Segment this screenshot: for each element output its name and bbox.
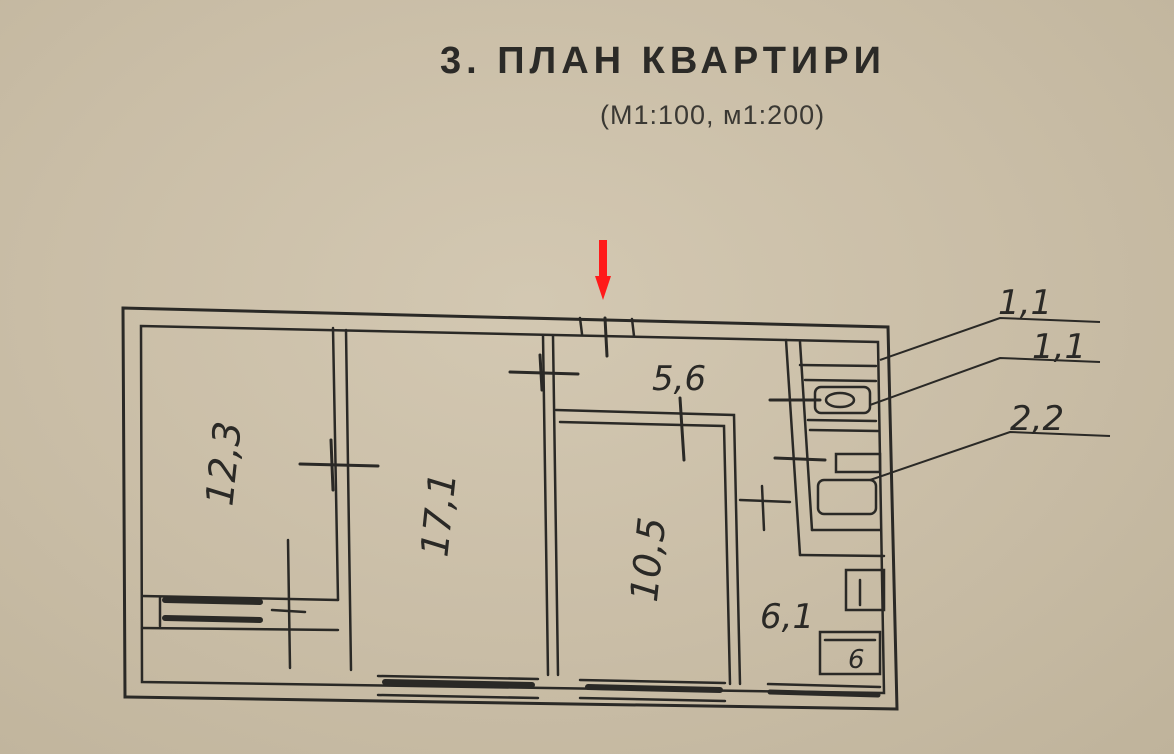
room-label-2: 17,1 (412, 470, 465, 559)
room-label-1: 12,3 (197, 419, 250, 508)
callout-label-1: 1,1 (998, 283, 1052, 323)
bottom-windows (376, 674, 882, 703)
top-window (578, 316, 636, 358)
wall-room1-room2 (298, 326, 380, 672)
plan-scale: (М1:100, м1:200) (600, 100, 826, 130)
room-label-5: 6,1 (760, 597, 814, 637)
room-label-3: 10,5 (622, 515, 675, 604)
wall-room3 (554, 396, 792, 686)
kitchen-fixtures (818, 568, 886, 676)
callout-label-2: 1,1 (1032, 327, 1086, 367)
red-arrow-marker (595, 240, 611, 300)
callout-leaders (869, 316, 1111, 481)
stove-label: 6 (848, 645, 865, 675)
callout-label-3: 2,2 (1010, 399, 1064, 439)
bathroom-block (768, 338, 886, 558)
wall-room2-room3 (508, 333, 580, 677)
balcony (140, 538, 340, 670)
room-label-4: 5,6 (652, 359, 706, 399)
plan-title: 3. ПЛАН КВАРТИРИ (440, 40, 886, 82)
